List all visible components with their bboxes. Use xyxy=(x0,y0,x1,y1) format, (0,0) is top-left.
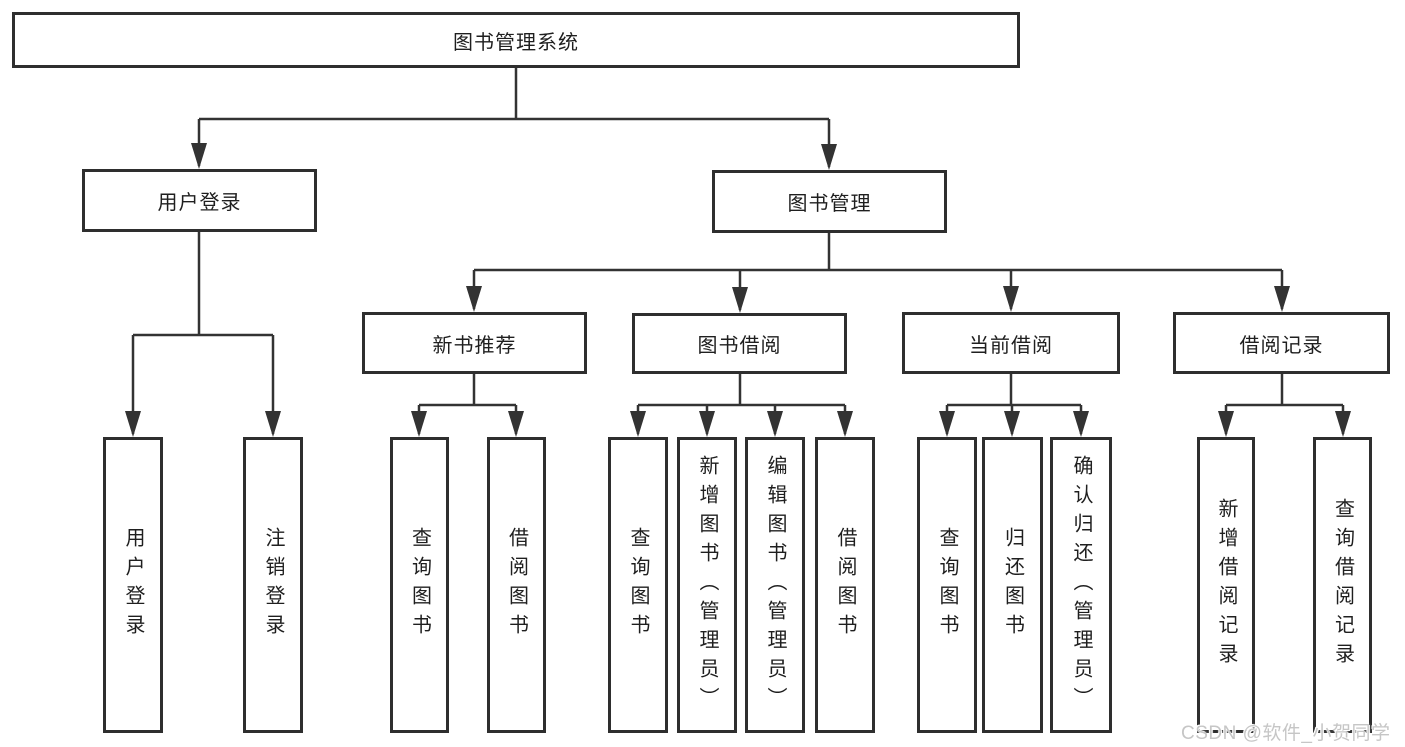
connector-current-borrow xyxy=(939,374,1089,437)
node-label: 查询图书 xyxy=(936,527,958,643)
node-label: 借阅图书 xyxy=(834,527,856,643)
leaf-record-query: 查询借阅记录 xyxy=(1313,437,1372,733)
node-label: 归还图书 xyxy=(1001,527,1024,643)
leaf-borrow-edit-admin: 编辑图书（管理员） xyxy=(745,437,805,733)
node-label: 图书管理 xyxy=(787,193,872,215)
connector-user-login xyxy=(125,232,281,437)
node-new-book-recommend: 新书推荐 xyxy=(362,312,587,374)
leaf-current-query: 查询图书 xyxy=(917,437,977,733)
connector-borrow-record xyxy=(1218,374,1351,437)
node-label: 查询图书 xyxy=(627,527,649,643)
node-label: 用户登录 xyxy=(157,192,242,214)
leaf-newbook-borrow: 借阅图书 xyxy=(487,437,546,733)
leaf-logout: 注销登录 xyxy=(243,437,303,733)
leaf-newbook-query: 查询图书 xyxy=(390,437,449,733)
node-label: 用户登录 xyxy=(122,527,144,643)
node-label: 新增借阅记录 xyxy=(1215,498,1237,672)
connector-book-management xyxy=(466,233,1290,313)
node-label: 借阅记录 xyxy=(1239,334,1324,357)
leaf-user-login: 用户登录 xyxy=(103,437,163,733)
leaf-borrow-query: 查询图书 xyxy=(608,437,668,733)
node-label: 新书推荐 xyxy=(432,334,517,357)
leaf-borrow-book: 借阅图书 xyxy=(815,437,875,733)
node-label: 确认归还（管理员） xyxy=(1070,454,1092,716)
node-borrow-record: 借阅记录 xyxy=(1173,312,1390,374)
leaf-record-add: 新增借阅记录 xyxy=(1197,437,1255,733)
node-label: 注销登录 xyxy=(262,527,284,643)
connector-root xyxy=(191,68,837,170)
connector-book-borrow xyxy=(630,374,853,437)
node-label: 查询借阅记录 xyxy=(1331,498,1354,672)
node-label: 图书管理系统 xyxy=(453,31,579,54)
leaf-borrow-add-admin: 新增图书（管理员） xyxy=(677,437,737,733)
node-label: 图书借阅 xyxy=(697,335,782,357)
node-label: 新增图书（管理员） xyxy=(696,454,718,716)
node-label: 借阅图书 xyxy=(505,527,528,643)
node-label: 当前借阅 xyxy=(969,334,1053,357)
node-label: 查询图书 xyxy=(408,527,431,643)
leaf-current-confirm-admin: 确认归还（管理员） xyxy=(1050,437,1112,733)
node-root-system: 图书管理系统 xyxy=(12,12,1020,68)
node-current-borrow: 当前借阅 xyxy=(902,312,1120,374)
connector-new-book xyxy=(411,374,524,437)
node-book-borrow: 图书借阅 xyxy=(632,313,847,374)
leaf-current-return: 归还图书 xyxy=(982,437,1043,733)
node-user-login: 用户登录 xyxy=(82,169,317,232)
node-book-management: 图书管理 xyxy=(712,170,947,233)
node-label: 编辑图书（管理员） xyxy=(764,454,786,716)
